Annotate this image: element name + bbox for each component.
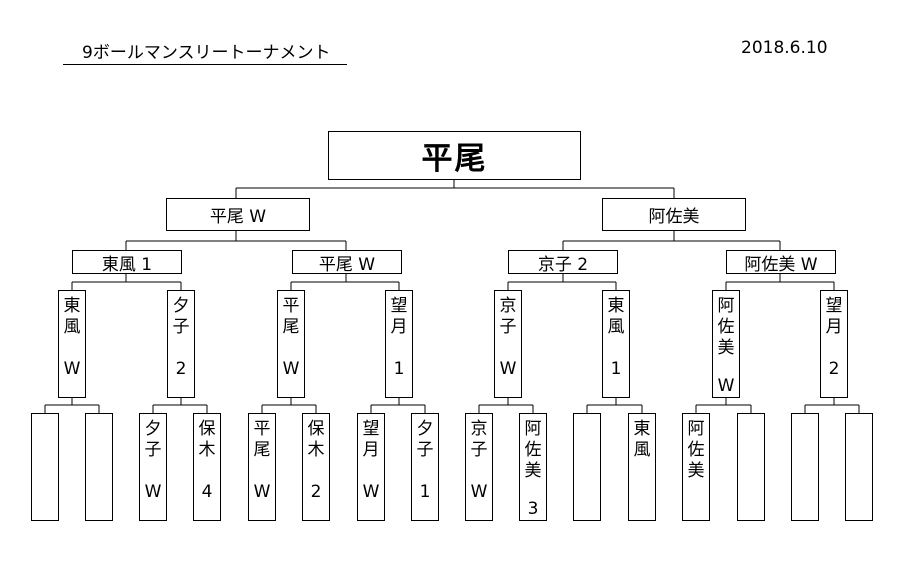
round1-box — [31, 413, 59, 521]
round2-box: 阿佐美阿佐美W — [712, 290, 740, 398]
player-name-char: 佐 — [524, 440, 542, 460]
match-result: 2 — [175, 359, 187, 379]
player-name-char: 佐 — [717, 317, 735, 337]
match-result: W — [362, 482, 380, 502]
round1-box: 夕子夕子1 — [411, 413, 439, 521]
player-name-char: 子 — [144, 440, 162, 460]
round2-box: 京子京子W — [494, 290, 522, 398]
match-result: W — [253, 482, 271, 502]
player-name-char: 夕 — [416, 419, 434, 439]
player-name-char: 月 — [390, 317, 408, 337]
match-result: 2 — [828, 359, 840, 379]
player-name-char: 京 — [470, 419, 488, 439]
quarterfinal-box: 阿佐美 W — [726, 250, 836, 275]
round1-box — [737, 413, 765, 521]
round1-box: 保木保木4 — [193, 413, 221, 521]
match-result: 2 — [310, 482, 322, 502]
tournament-date: 2018.6.10 — [741, 38, 828, 58]
quarterfinal-box: 平尾 W — [292, 250, 402, 275]
round1-box — [791, 413, 819, 521]
match-result: W — [282, 359, 300, 379]
player-name-char: 平 — [282, 296, 300, 316]
match-result: W — [717, 376, 735, 396]
round1-box — [573, 413, 601, 521]
player-name-char: 風 — [633, 440, 651, 460]
round1-box: 保木保木2 — [302, 413, 330, 521]
player-name-char: 東 — [607, 296, 625, 316]
match-result: 1 — [419, 482, 431, 502]
round2-box: 夕子夕子2 — [167, 290, 195, 398]
player-name-char: 望 — [362, 419, 380, 439]
round1-box: 阿佐美阿佐美3 — [519, 413, 547, 521]
quarterfinal-box: 東風 1 — [72, 250, 182, 275]
round2-box: 東風東風W — [58, 290, 86, 398]
match-result: W — [499, 359, 517, 379]
player-name-char: 阿 — [717, 296, 735, 316]
match-result: 3 — [527, 499, 539, 519]
match-result: W — [144, 482, 162, 502]
semifinal-box: 阿佐美 — [602, 198, 746, 231]
player-name-char: 望 — [825, 296, 843, 316]
player-name-char: 尾 — [253, 440, 271, 460]
round1-box: 京子京子W — [465, 413, 493, 521]
match-result: 1 — [393, 359, 405, 379]
champion-box: 平尾 — [328, 131, 581, 180]
player-name-char: 夕 — [144, 419, 162, 439]
player-name-char: 子 — [172, 317, 190, 337]
player-name-char: 子 — [416, 440, 434, 460]
player-name-char: 保 — [198, 419, 216, 439]
round1-box — [845, 413, 873, 521]
player-name-char: 子 — [470, 440, 488, 460]
title-underline — [63, 64, 347, 65]
match-result: 1 — [610, 359, 622, 379]
player-name-char: 美 — [687, 461, 705, 481]
player-name-char: 京 — [499, 296, 517, 316]
round1-box: 東風東風 — [628, 413, 656, 521]
player-name-char: 保 — [307, 419, 325, 439]
match-result: W — [63, 359, 81, 379]
player-name-char: 月 — [825, 317, 843, 337]
player-name-char: 風 — [63, 317, 81, 337]
round1-box: 阿佐美阿佐美 — [682, 413, 710, 521]
tournament-title: 9ボールマンスリートーナメント — [82, 43, 331, 63]
player-name-char: 月 — [362, 440, 380, 460]
player-name-char: 美 — [524, 461, 542, 481]
quarterfinal-box: 京子 2 — [508, 250, 618, 275]
round2-box: 東風東風1 — [602, 290, 630, 398]
semifinal-box: 平尾 W — [166, 198, 310, 231]
round2-box: 望月望月2 — [820, 290, 848, 398]
match-result: 4 — [201, 482, 213, 502]
player-name-char: 東 — [633, 419, 651, 439]
player-name-char: 阿 — [687, 419, 705, 439]
player-name-char: 佐 — [687, 440, 705, 460]
round1-box — [85, 413, 113, 521]
player-name-char: 平 — [253, 419, 271, 439]
player-name-char: 風 — [607, 317, 625, 337]
player-name-char: 美 — [717, 338, 735, 358]
player-name-char: 東 — [63, 296, 81, 316]
player-name-char: 夕 — [172, 296, 190, 316]
player-name-char: 木 — [307, 440, 325, 460]
player-name-char: 阿 — [524, 419, 542, 439]
player-name-char: 木 — [198, 440, 216, 460]
round2-box: 望月望月1 — [385, 290, 413, 398]
player-name-char: 子 — [499, 317, 517, 337]
round1-box: 望月望月W — [357, 413, 385, 521]
match-result: W — [470, 482, 488, 502]
round1-box: 夕子夕子W — [139, 413, 167, 521]
player-name-char: 尾 — [282, 317, 300, 337]
player-name-char: 望 — [390, 296, 408, 316]
